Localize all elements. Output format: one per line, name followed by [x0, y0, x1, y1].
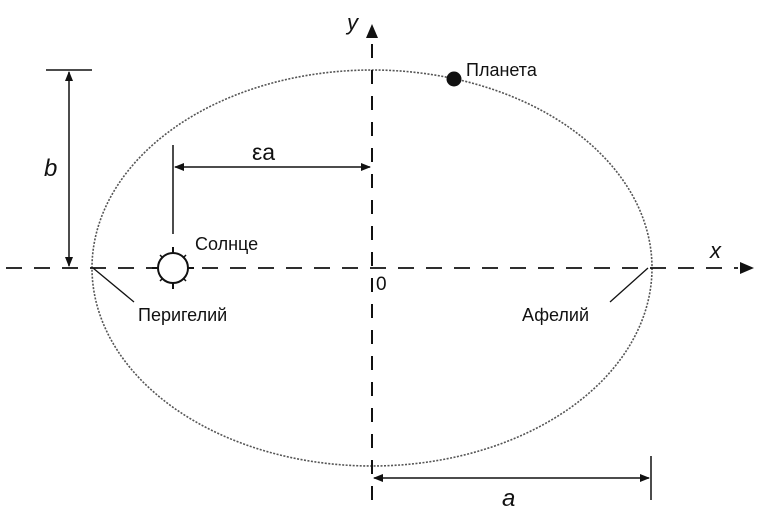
x-axis-arrow-icon: [740, 262, 754, 274]
focal-distance-label: εa: [252, 139, 275, 165]
semi-minor-label: b: [44, 155, 57, 182]
semi-minor-dimension: b: [44, 69, 92, 267]
aphelion-label: Афелий: [522, 305, 589, 325]
sun-icon: [152, 247, 194, 289]
focal-distance-dimension: εa: [172, 139, 371, 234]
y-axis: [366, 24, 378, 500]
semi-major-dimension: a: [373, 456, 652, 512]
perihelion-leader: [92, 267, 135, 303]
sun-label: Солнце: [195, 234, 258, 254]
origin-label: 0: [376, 274, 387, 295]
y-axis-label: y: [345, 10, 360, 35]
planet-icon: [446, 71, 462, 87]
x-axis-label: x: [709, 238, 722, 263]
planet-label: Планета: [466, 60, 538, 80]
perihelion-label: Перигелий: [138, 305, 227, 325]
aphelion-leader: [609, 267, 649, 303]
semi-major-label: a: [502, 485, 515, 512]
x-axis: [6, 262, 754, 274]
y-axis-arrow-icon: [366, 24, 378, 38]
